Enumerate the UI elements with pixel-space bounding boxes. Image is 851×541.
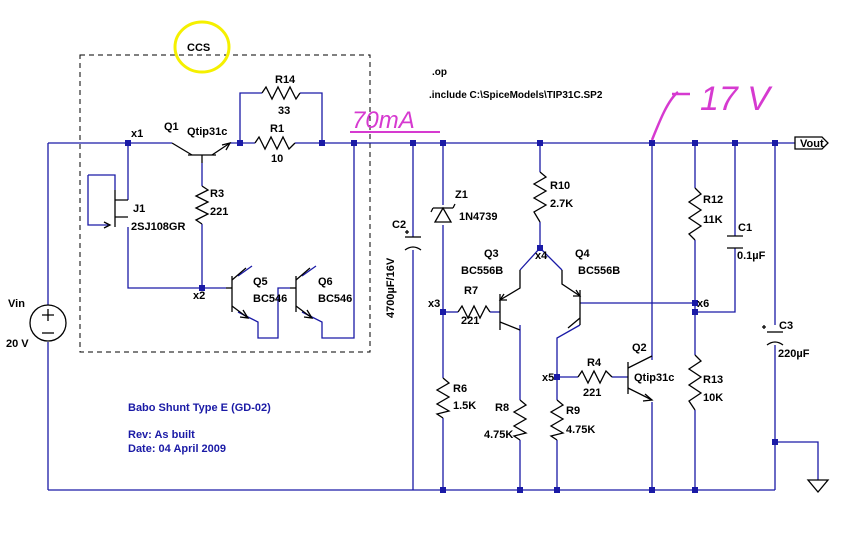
c2-value: 4700µF/16V	[385, 257, 397, 318]
r14-value: 33	[278, 105, 290, 117]
net-x2-label: x2	[193, 290, 205, 302]
r10-ref: R10	[550, 180, 570, 192]
r1-ref: R1	[270, 123, 284, 135]
vin-source-symbol[interactable]	[29, 304, 67, 342]
q4-value: BC556B	[578, 265, 620, 277]
ccs-highlight-circle	[173, 20, 231, 74]
r9-value: 4.75K	[566, 424, 595, 436]
r8-value: 4.75K	[484, 429, 513, 441]
current-annotation: 70mA	[352, 107, 415, 134]
date-note: Date: 04 April 2009	[128, 443, 226, 455]
r12-ref: R12	[703, 194, 723, 206]
q1-ref: Q1	[164, 121, 179, 133]
r8-resistor-symbol[interactable]	[512, 399, 528, 441]
r9-ref: R9	[566, 405, 580, 417]
r13-ref: R13	[703, 374, 723, 386]
ccs-label: CCS	[187, 42, 210, 54]
c2-capacitor-symbol[interactable]	[404, 230, 422, 251]
r3-ref: R3	[210, 188, 224, 200]
q2-value: Qtip31c	[634, 372, 674, 384]
r9-resistor-symbol[interactable]	[549, 399, 565, 441]
net-x3-label: x3	[428, 298, 440, 310]
r8-ref: R8	[495, 402, 509, 414]
spice-directive-include: .include C:\SpiceModels\TIP31C.SP2	[429, 90, 603, 101]
r1-resistor-symbol[interactable]	[254, 135, 296, 151]
net-x5-label: x5	[542, 372, 554, 384]
q5-value: BC546	[253, 293, 287, 305]
c1-ref: C1	[738, 222, 752, 234]
r7-resistor-symbol[interactable]	[457, 304, 491, 320]
q3-ref: Q3	[484, 248, 499, 260]
r4-value: 221	[583, 387, 601, 399]
net-labels: x1 x2 x3 x4 x5 x6	[131, 128, 709, 384]
q4-ref: Q4	[575, 248, 591, 260]
q3-transistor-symbol[interactable]	[498, 270, 521, 331]
j1-ref: J1	[133, 203, 145, 215]
r6-resistor-symbol[interactable]	[435, 377, 451, 419]
r12-value: 11K	[703, 214, 723, 226]
r6-ref: R6	[453, 383, 467, 395]
c2-ref: C2	[392, 219, 406, 231]
r6-value: 1.5K	[453, 400, 476, 412]
voltage-annotation: 17 V	[700, 80, 773, 118]
net-x1-label: x1	[131, 128, 143, 140]
q2-ref: Q2	[632, 342, 647, 354]
r7-ref: R7	[464, 285, 478, 297]
revision-note: Rev: As built	[128, 429, 195, 441]
voltage-pointer	[650, 91, 690, 141]
schematic-title-note: Babo Shunt Type E (GD-02)	[128, 402, 271, 414]
r14-ref: R14	[275, 74, 296, 86]
q2-transistor-symbol[interactable]	[627, 355, 654, 402]
q6-ref: Q6	[318, 276, 333, 288]
r3-resistor-symbol[interactable]	[194, 185, 210, 225]
r3-value: 221	[210, 206, 228, 218]
c3-value: 220µF	[778, 348, 810, 360]
q6-transistor-symbol[interactable]	[290, 267, 314, 319]
ground-symbol	[806, 479, 830, 494]
z1-zener-symbol[interactable]	[430, 203, 456, 223]
q1-value: Qtip31c	[187, 126, 227, 138]
vin-ref: Vin	[8, 298, 25, 310]
component-labels: Vin 20 V Q1 Qtip31c R14 33 R1 10 R3 221 …	[6, 74, 810, 441]
c3-ref: C3	[779, 320, 793, 332]
q4-transistor-symbol[interactable]	[561, 270, 582, 329]
q1-transistor-symbol[interactable]	[171, 141, 232, 163]
r13-value: 10K	[703, 392, 723, 404]
q5-ref: Q5	[253, 276, 268, 288]
q6-value: BC546	[318, 293, 352, 305]
ccs-boundary-box	[79, 54, 371, 353]
spice-directive-op: .op	[432, 67, 447, 78]
c1-value: 0.1µF	[737, 250, 766, 262]
r1-value: 10	[271, 153, 283, 165]
r13-resistor-symbol[interactable]	[687, 354, 703, 411]
vout-port[interactable]: Vout	[794, 136, 829, 150]
z1-value: 1N4739	[459, 211, 498, 223]
q5-transistor-symbol[interactable]	[226, 267, 250, 319]
vout-label: Vout	[800, 138, 824, 150]
z1-ref: Z1	[455, 189, 468, 201]
c1-capacitor-symbol[interactable]	[727, 235, 743, 249]
q3-value: BC556B	[461, 265, 503, 277]
r7-value: 221	[461, 315, 479, 327]
j1-jfet-symbol[interactable]	[103, 190, 128, 229]
junction-dots	[125, 140, 778, 493]
r10-value: 2.7K	[550, 198, 573, 210]
r4-resistor-symbol[interactable]	[577, 369, 613, 385]
r10-resistor-symbol[interactable]	[532, 171, 548, 223]
j1-value: 2SJ108GR	[131, 221, 185, 233]
wires	[47, 92, 819, 491]
vin-value: 20 V	[6, 338, 29, 350]
net-x6-label: x6	[697, 298, 709, 310]
r4-ref: R4	[587, 357, 602, 369]
r14-resistor-symbol[interactable]	[261, 85, 301, 101]
c3-capacitor-symbol[interactable]	[762, 325, 784, 346]
r12-resistor-symbol[interactable]	[687, 187, 703, 241]
net-x4-label: x4	[535, 250, 548, 262]
